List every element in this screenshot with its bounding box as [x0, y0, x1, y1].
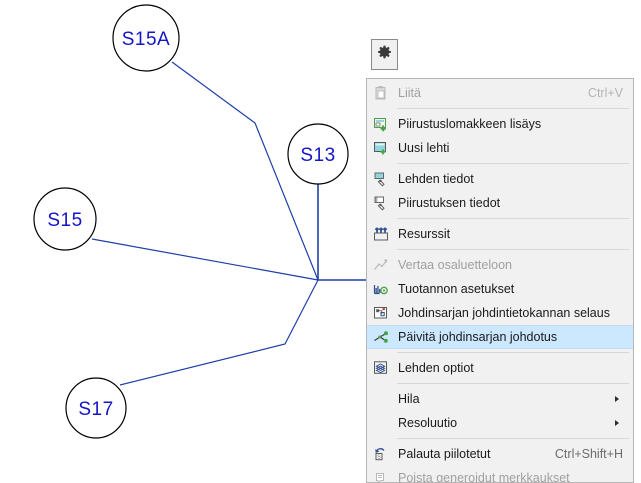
gear-icon	[377, 45, 392, 65]
sheet-tag-icon	[367, 167, 395, 191]
menu-item-label: Piirustuksen tiedot	[398, 196, 501, 210]
node-label-s15a: S15A	[122, 29, 170, 50]
menu-item-no-icon	[367, 411, 395, 435]
wire-update-icon	[367, 325, 395, 349]
menu-item-poista-generoidut-merkkaukset: Poista generoidut merkkaukset	[367, 466, 633, 483]
database-browse-icon	[367, 301, 395, 325]
chevron-right-icon	[611, 420, 627, 426]
node-s13: S13	[287, 123, 349, 185]
menu-item-shortcut: Ctrl+Shift+H	[554, 447, 623, 461]
menu-item-label: Päivitä johdinsarjan johdotus	[398, 330, 558, 344]
node-s15: S15	[33, 187, 97, 251]
menu-item-piirustuksen-tiedot[interactable]: Piirustuksen tiedot	[367, 191, 633, 215]
edge-s17	[119, 279, 319, 386]
menu-item-shortcut: Ctrl+V	[587, 86, 623, 100]
restore-icon: S	[367, 442, 395, 466]
menu-item-resurssit[interactable]: Resurssit	[367, 222, 633, 246]
edge-s15a	[171, 61, 319, 281]
menu-item-label: Tuotannon asetukset	[398, 282, 515, 296]
menu-item-lehden-tiedot[interactable]: Lehden tiedot	[367, 167, 633, 191]
context-menu-list: Liitä Ctrl+V Piirustuslomakkeen lisäys Uu…	[367, 79, 633, 483]
gear-toolbar-button[interactable]	[371, 39, 398, 70]
menu-item-label: Resoluutio	[398, 416, 458, 430]
menu-separator	[397, 218, 629, 219]
menu-item-label: Lehden optiot	[398, 361, 474, 375]
menu-item-lehden-optiot[interactable]: Lehden optiot	[367, 356, 633, 380]
menu-item-no-icon	[367, 387, 395, 411]
menu-item-uusi-lehti[interactable]: Uusi lehti	[367, 136, 633, 160]
menu-item-palauta-piilotetut[interactable]: S Palauta piilotetut Ctrl+Shift+H	[367, 442, 633, 466]
menu-separator	[397, 163, 629, 164]
chevron-right-icon	[611, 396, 627, 402]
menu-item-hila[interactable]: Hila	[367, 387, 633, 411]
gear-chart-icon	[367, 277, 395, 301]
menu-item-resoluutio[interactable]: Resoluutio	[367, 411, 633, 435]
menu-item-label: Palauta piilotetut	[398, 447, 491, 461]
context-menu[interactable]: Liitä Ctrl+V Piirustuslomakkeen lisäys Uu…	[366, 78, 634, 483]
menu-separator	[397, 352, 629, 353]
menu-item-label: Liitä	[398, 86, 421, 100]
menu-separator	[397, 108, 629, 109]
menu-item-tuotannon-asetukset[interactable]: Tuotannon asetukset	[367, 277, 633, 301]
layers-icon	[367, 356, 395, 380]
menu-item-johdinsarjan-johdintietokannan-selaus[interactable]: Johdinsarjan johdintietokannan selaus	[367, 301, 633, 325]
node-circle-s13	[287, 123, 349, 185]
menu-item-vertaa-osaluetteloon: Vertaa osaluetteloon	[367, 253, 633, 277]
menu-item-label: Lehden tiedot	[398, 172, 474, 186]
menu-item-piirustuslomakkeen-lisays[interactable]: Piirustuslomakkeen lisäys	[367, 112, 633, 136]
node-label-s17: S17	[78, 399, 113, 420]
node-s17: S17	[65, 377, 127, 439]
menu-item-label: Resurssit	[398, 227, 451, 241]
edge-s15	[91, 238, 319, 281]
menu-item-label: Uusi lehti	[398, 141, 450, 155]
menu-item-label: Piirustuslomakkeen lisäys	[398, 117, 542, 131]
menu-item-label: Poista generoidut merkkaukset	[398, 471, 570, 483]
svg-text:S: S	[377, 454, 381, 460]
menu-item-label: Johdinsarjan johdintietokannan selaus	[398, 306, 610, 320]
node-s15a: S15A	[112, 4, 180, 72]
paste-icon	[367, 81, 395, 105]
menu-separator	[397, 383, 629, 384]
resources-icon	[367, 222, 395, 246]
node-circle-s15	[33, 187, 97, 251]
sheet-add-icon	[367, 136, 395, 160]
node-label-s13: S13	[300, 145, 335, 166]
form-add-icon	[367, 112, 395, 136]
drawing-tag-icon	[367, 191, 395, 215]
node-circle-s17	[65, 377, 127, 439]
menu-separator	[397, 249, 629, 250]
node-label-s15: S15	[47, 210, 82, 231]
compare-icon	[367, 253, 395, 277]
menu-separator	[397, 438, 629, 439]
node-circle-s15a	[112, 4, 180, 72]
delete-marks-icon	[367, 466, 395, 482]
menu-item-label: Vertaa osaluetteloon	[398, 258, 512, 272]
menu-item-paivita-johdinsarjan-johdotus[interactable]: Päivitä johdinsarjan johdotus	[367, 325, 633, 349]
menu-item-liita: Liitä Ctrl+V	[367, 81, 633, 105]
menu-item-label: Hila	[398, 392, 420, 406]
wire-edges	[91, 61, 366, 386]
